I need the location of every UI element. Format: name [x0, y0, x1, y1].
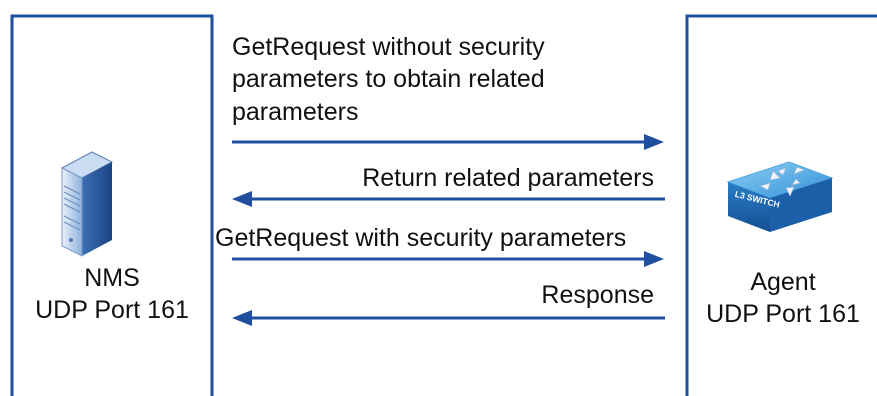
message-2-label: Return related parameters: [362, 164, 654, 192]
arrow-return-parameters: [232, 191, 665, 207]
nms-label: NMS UDP Port 161: [12, 262, 212, 326]
l3-switch-icon: L3 SWITCH: [726, 161, 834, 232]
agent-port: UDP Port 161: [706, 300, 860, 328]
arrow-response: [232, 310, 665, 326]
agent-name: Agent: [750, 268, 816, 296]
arrow-getrequest-no-security: [232, 134, 664, 150]
message-1-line-2: parameters to obtain related: [232, 65, 545, 93]
server-icon: [60, 151, 114, 257]
message-1-line-1: GetRequest without security: [232, 33, 545, 61]
nms-name: NMS: [84, 264, 140, 292]
agent-label: Agent UDP Port 161: [695, 266, 871, 330]
message-3-label: GetRequest with security parameters: [215, 224, 627, 252]
nms-frame: [10, 14, 214, 396]
arrow-getrequest-with-security: [232, 251, 664, 267]
message-4-label: Response: [541, 281, 654, 309]
agent-frame: [685, 14, 877, 396]
message-1-line-3: parameters: [232, 98, 359, 126]
nms-port: UDP Port 161: [35, 296, 189, 324]
